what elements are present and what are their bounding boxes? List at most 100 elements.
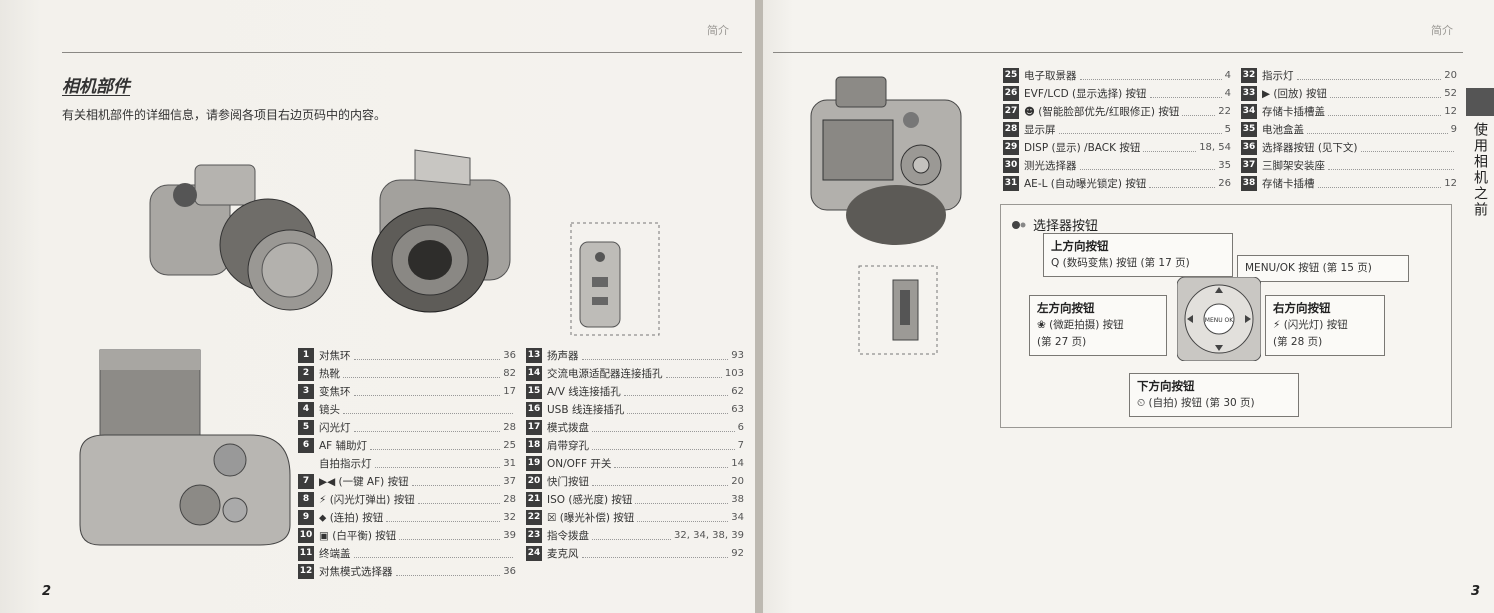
part-page-ref: 12	[1444, 105, 1457, 117]
part-page-ref: 39	[503, 529, 516, 541]
part-label: ▶ (回放) 按钮	[1262, 87, 1327, 100]
card-slot-illustration	[858, 265, 938, 355]
leader-dots	[614, 458, 729, 468]
camera-angled-illustration	[371, 149, 511, 313]
part-label: 选择器按钮 (见下文)	[1262, 141, 1358, 154]
part-page-ref: 26	[1218, 177, 1231, 189]
part-label: 对焦模式选择器	[319, 565, 393, 578]
part-label: ☒ (曝光补偿) 按钮	[547, 511, 635, 524]
part-number-badge: 19	[526, 455, 542, 471]
part-page-ref: 38	[731, 493, 744, 505]
part-page-ref: 35	[1218, 159, 1231, 171]
intro-text: 有关相机部件的详细信息，请参阅各项目右边页码中的内容。	[62, 108, 387, 122]
part-label: 指示灯	[1262, 69, 1294, 82]
header-rule	[62, 52, 742, 53]
part-page-ref: 4	[1224, 87, 1231, 99]
leader-dots	[1143, 142, 1197, 152]
part-label: 三脚架安装座	[1262, 159, 1325, 172]
leader-dots	[592, 476, 729, 486]
book-gutter	[755, 0, 763, 613]
part-label: 自拍指示灯	[319, 457, 372, 470]
part-number-badge: 29	[1003, 139, 1019, 155]
camera-back-illustration	[810, 76, 962, 245]
part-page-ref: 28	[503, 421, 516, 433]
part-label: A/V 线连接插孔	[547, 385, 621, 398]
part-number-badge: 20	[526, 473, 542, 489]
leader-dots	[581, 548, 729, 558]
part-page-ref: 28	[503, 493, 516, 505]
leader-dots	[370, 440, 501, 450]
part-number-badge: 34	[1241, 103, 1257, 119]
part-number-badge: 13	[526, 347, 542, 363]
part-number-badge: 17	[526, 419, 542, 435]
part-page-ref: 52	[1444, 87, 1457, 99]
part-number-badge: 30	[1003, 157, 1019, 173]
part-number-badge: 38	[1241, 175, 1257, 191]
leader-dots	[353, 386, 501, 396]
leader-dots	[411, 476, 501, 486]
selector-heading: 选择器按钮	[1011, 215, 1098, 234]
running-head: 简介	[1431, 24, 1453, 37]
page-number: 3	[1470, 584, 1480, 599]
part-number-badge: 36	[1241, 139, 1257, 155]
part-label: ☻ (智能脸部优先/红眼修正) 按钮	[1024, 105, 1180, 118]
part-label: 电池盒盖	[1262, 123, 1304, 136]
part-label: 肩带穿孔	[547, 439, 589, 452]
part-number-badge: 9	[298, 509, 314, 525]
part-page-ref: 12	[1444, 177, 1457, 189]
part-label: USB 线连接插孔	[547, 403, 625, 416]
leader-dots	[635, 494, 729, 504]
leader-dots	[623, 386, 729, 396]
left-button-callout: 左方向按钮 ❀ (微距拍摄) 按钮 (第 27 页)	[1029, 295, 1167, 356]
part-page-ref: 17	[503, 385, 516, 397]
part-label: DISP (显示) /BACK 按钮	[1024, 141, 1141, 154]
part-label: ▣ (白平衡) 按钮	[319, 529, 397, 542]
part-number-badge: 2	[298, 365, 314, 381]
leader-dots	[1328, 106, 1442, 116]
part-number-badge: 14	[526, 365, 542, 381]
part-page-ref: 9	[1450, 123, 1457, 135]
leader-dots	[1079, 70, 1222, 80]
part-label: 电子取景器	[1024, 69, 1077, 82]
part-page-ref: 32	[503, 511, 516, 523]
part-page-ref: 4	[1224, 69, 1231, 81]
part-page-ref: 62	[731, 385, 744, 397]
part-label: 存储卡插槽盖	[1262, 105, 1325, 118]
part-page-ref: 34	[731, 511, 744, 523]
header-rule	[773, 52, 1463, 53]
up-button-callout: 上方向按钮 Q (数码变焦) 按钮 (第 17 页)	[1043, 233, 1233, 277]
part-label: 变焦环	[319, 385, 351, 398]
part-label: AF 辅助灯	[319, 439, 368, 452]
part-number-badge: 27	[1003, 103, 1019, 119]
leader-dots	[1149, 88, 1222, 98]
part-label: 快门按钮	[547, 475, 589, 488]
leader-dots	[399, 530, 501, 540]
leader-dots	[665, 368, 722, 378]
part-label: 麦克风	[547, 547, 579, 560]
part-label: 模式拨盘	[547, 421, 589, 434]
part-page-ref: 63	[731, 403, 744, 415]
part-number-badge: 26	[1003, 85, 1019, 101]
leader-dots	[637, 512, 729, 522]
part-number-badge: 7	[298, 473, 314, 489]
leader-dots	[592, 530, 672, 540]
leader-dots	[592, 422, 735, 432]
